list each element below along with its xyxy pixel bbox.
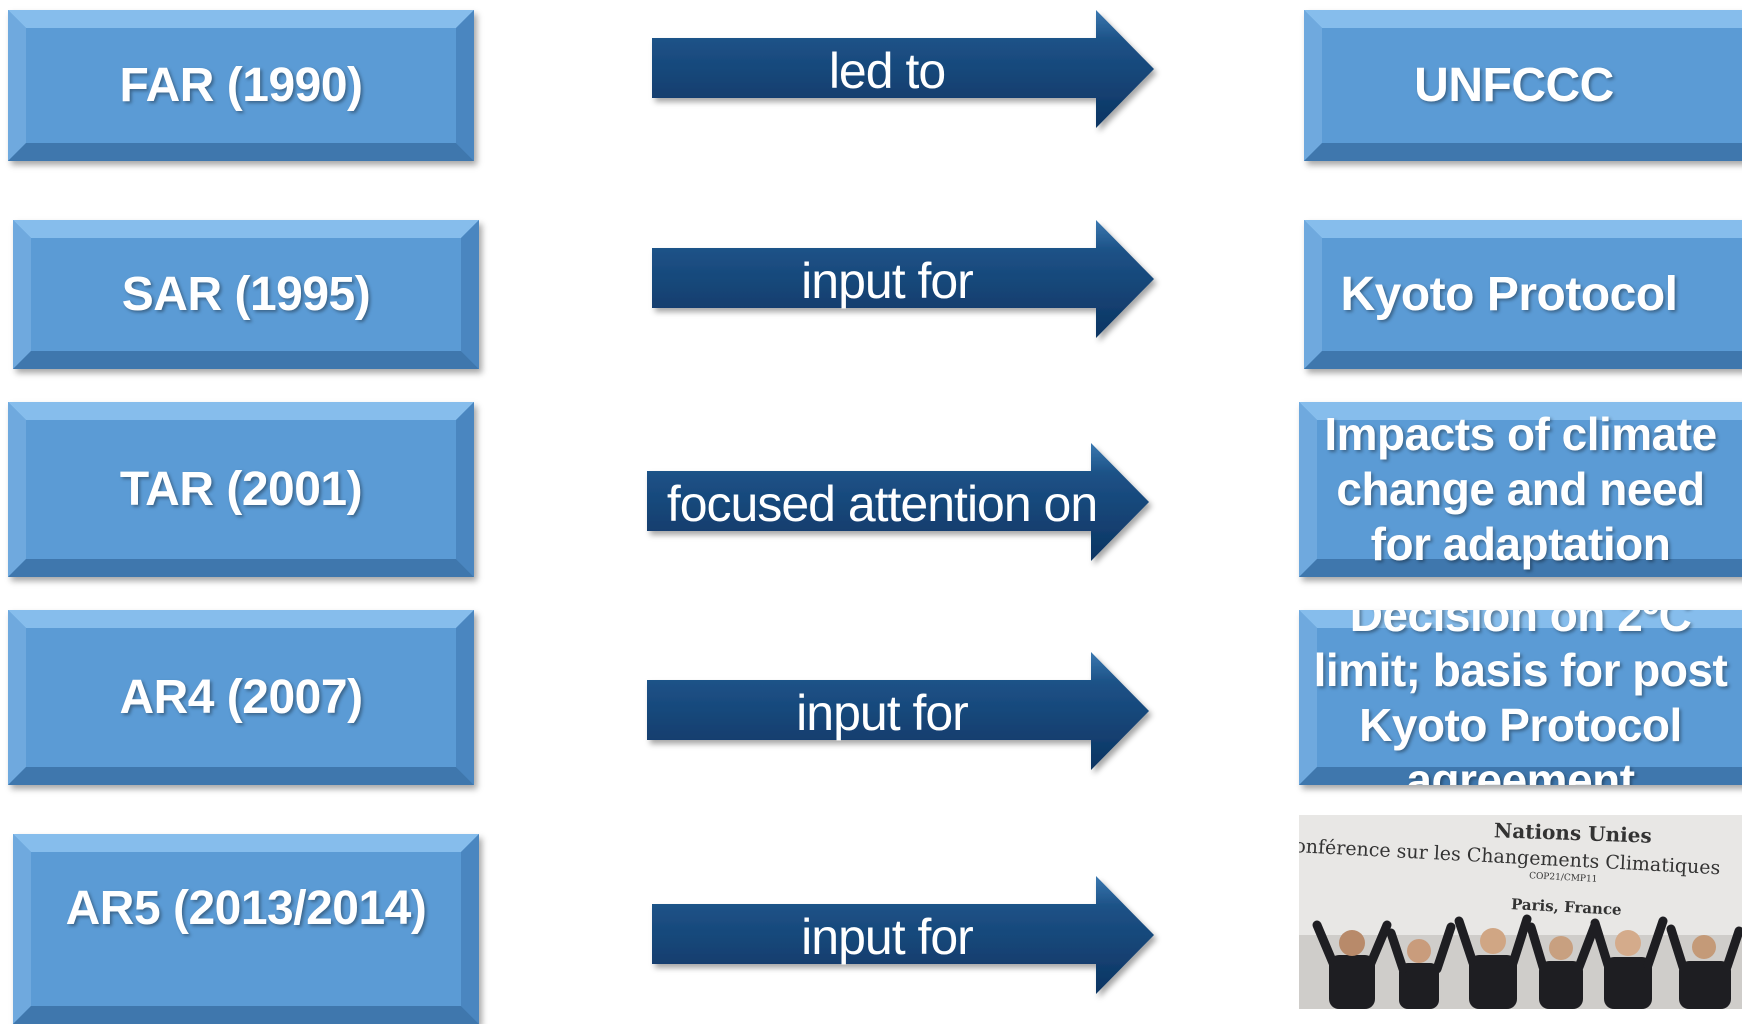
bevel-frame <box>13 220 479 369</box>
bevel-frame <box>8 402 474 577</box>
report-box-ar4: AR4 (2007) <box>8 610 474 785</box>
outcome-label: Impacts of climate change and need for a… <box>1324 408 1717 570</box>
bevel-frame <box>1304 10 1742 161</box>
report-box-tar: TAR (2001) <box>8 402 474 577</box>
arrow-shape <box>652 220 1154 338</box>
outcome-label: Kyoto Protocol <box>1340 267 1679 321</box>
bevel-frame <box>1299 402 1742 577</box>
outcome-box-kyoto: Kyoto Protocol <box>1304 220 1742 369</box>
report-label: AR4 (2007) <box>119 670 363 724</box>
report-label: FAR (1990) <box>119 58 363 112</box>
bevel-frame <box>1304 220 1742 369</box>
report-label: SAR (1995) <box>121 267 371 321</box>
relation-arrow-1: led to <box>652 10 1154 128</box>
outcome-box-impacts: Impacts of climate change and need for a… <box>1299 402 1742 577</box>
arrow-shape <box>647 652 1149 770</box>
outcome-box-2c-limit: Decision on 2ºC limit; basis for post Ky… <box>1299 610 1742 785</box>
bevel-frame <box>8 10 474 161</box>
report-label: TAR (2001) <box>119 462 363 516</box>
relation-arrow-3: focused attention on <box>647 443 1149 561</box>
report-box-sar: SAR (1995) <box>13 220 479 369</box>
arrow-shape <box>652 10 1154 128</box>
report-label: AR5 (2013/2014) <box>65 882 427 936</box>
relation-label: led to <box>828 43 946 99</box>
bevel-frame <box>1299 610 1742 785</box>
photo-scene <box>1299 815 1742 1009</box>
outcome-label: Decision on 2ºC limit; basis for post Ky… <box>1313 610 1728 785</box>
relation-arrow-4: input for <box>647 652 1149 770</box>
relation-arrow-2: input for <box>652 220 1154 338</box>
relation-label: input for <box>796 685 969 741</box>
arrow-shape <box>652 876 1154 994</box>
outcome-label: UNFCCC <box>1414 58 1614 112</box>
relation-label: input for <box>801 253 974 309</box>
report-box-far: FAR (1990) <box>8 10 474 161</box>
relation-arrow-5: input for <box>652 876 1154 994</box>
relation-label: focused attention on <box>666 476 1098 532</box>
cop21-photo: Nations Unies onférence sur les Changeme… <box>1299 815 1742 1009</box>
report-box-ar5: AR5 (2013/2014) <box>13 834 479 1024</box>
outcome-box-unfccc: UNFCCC <box>1304 10 1742 161</box>
bevel-frame <box>8 610 474 785</box>
relation-label: input for <box>801 909 974 965</box>
arrow-shape <box>647 443 1149 561</box>
